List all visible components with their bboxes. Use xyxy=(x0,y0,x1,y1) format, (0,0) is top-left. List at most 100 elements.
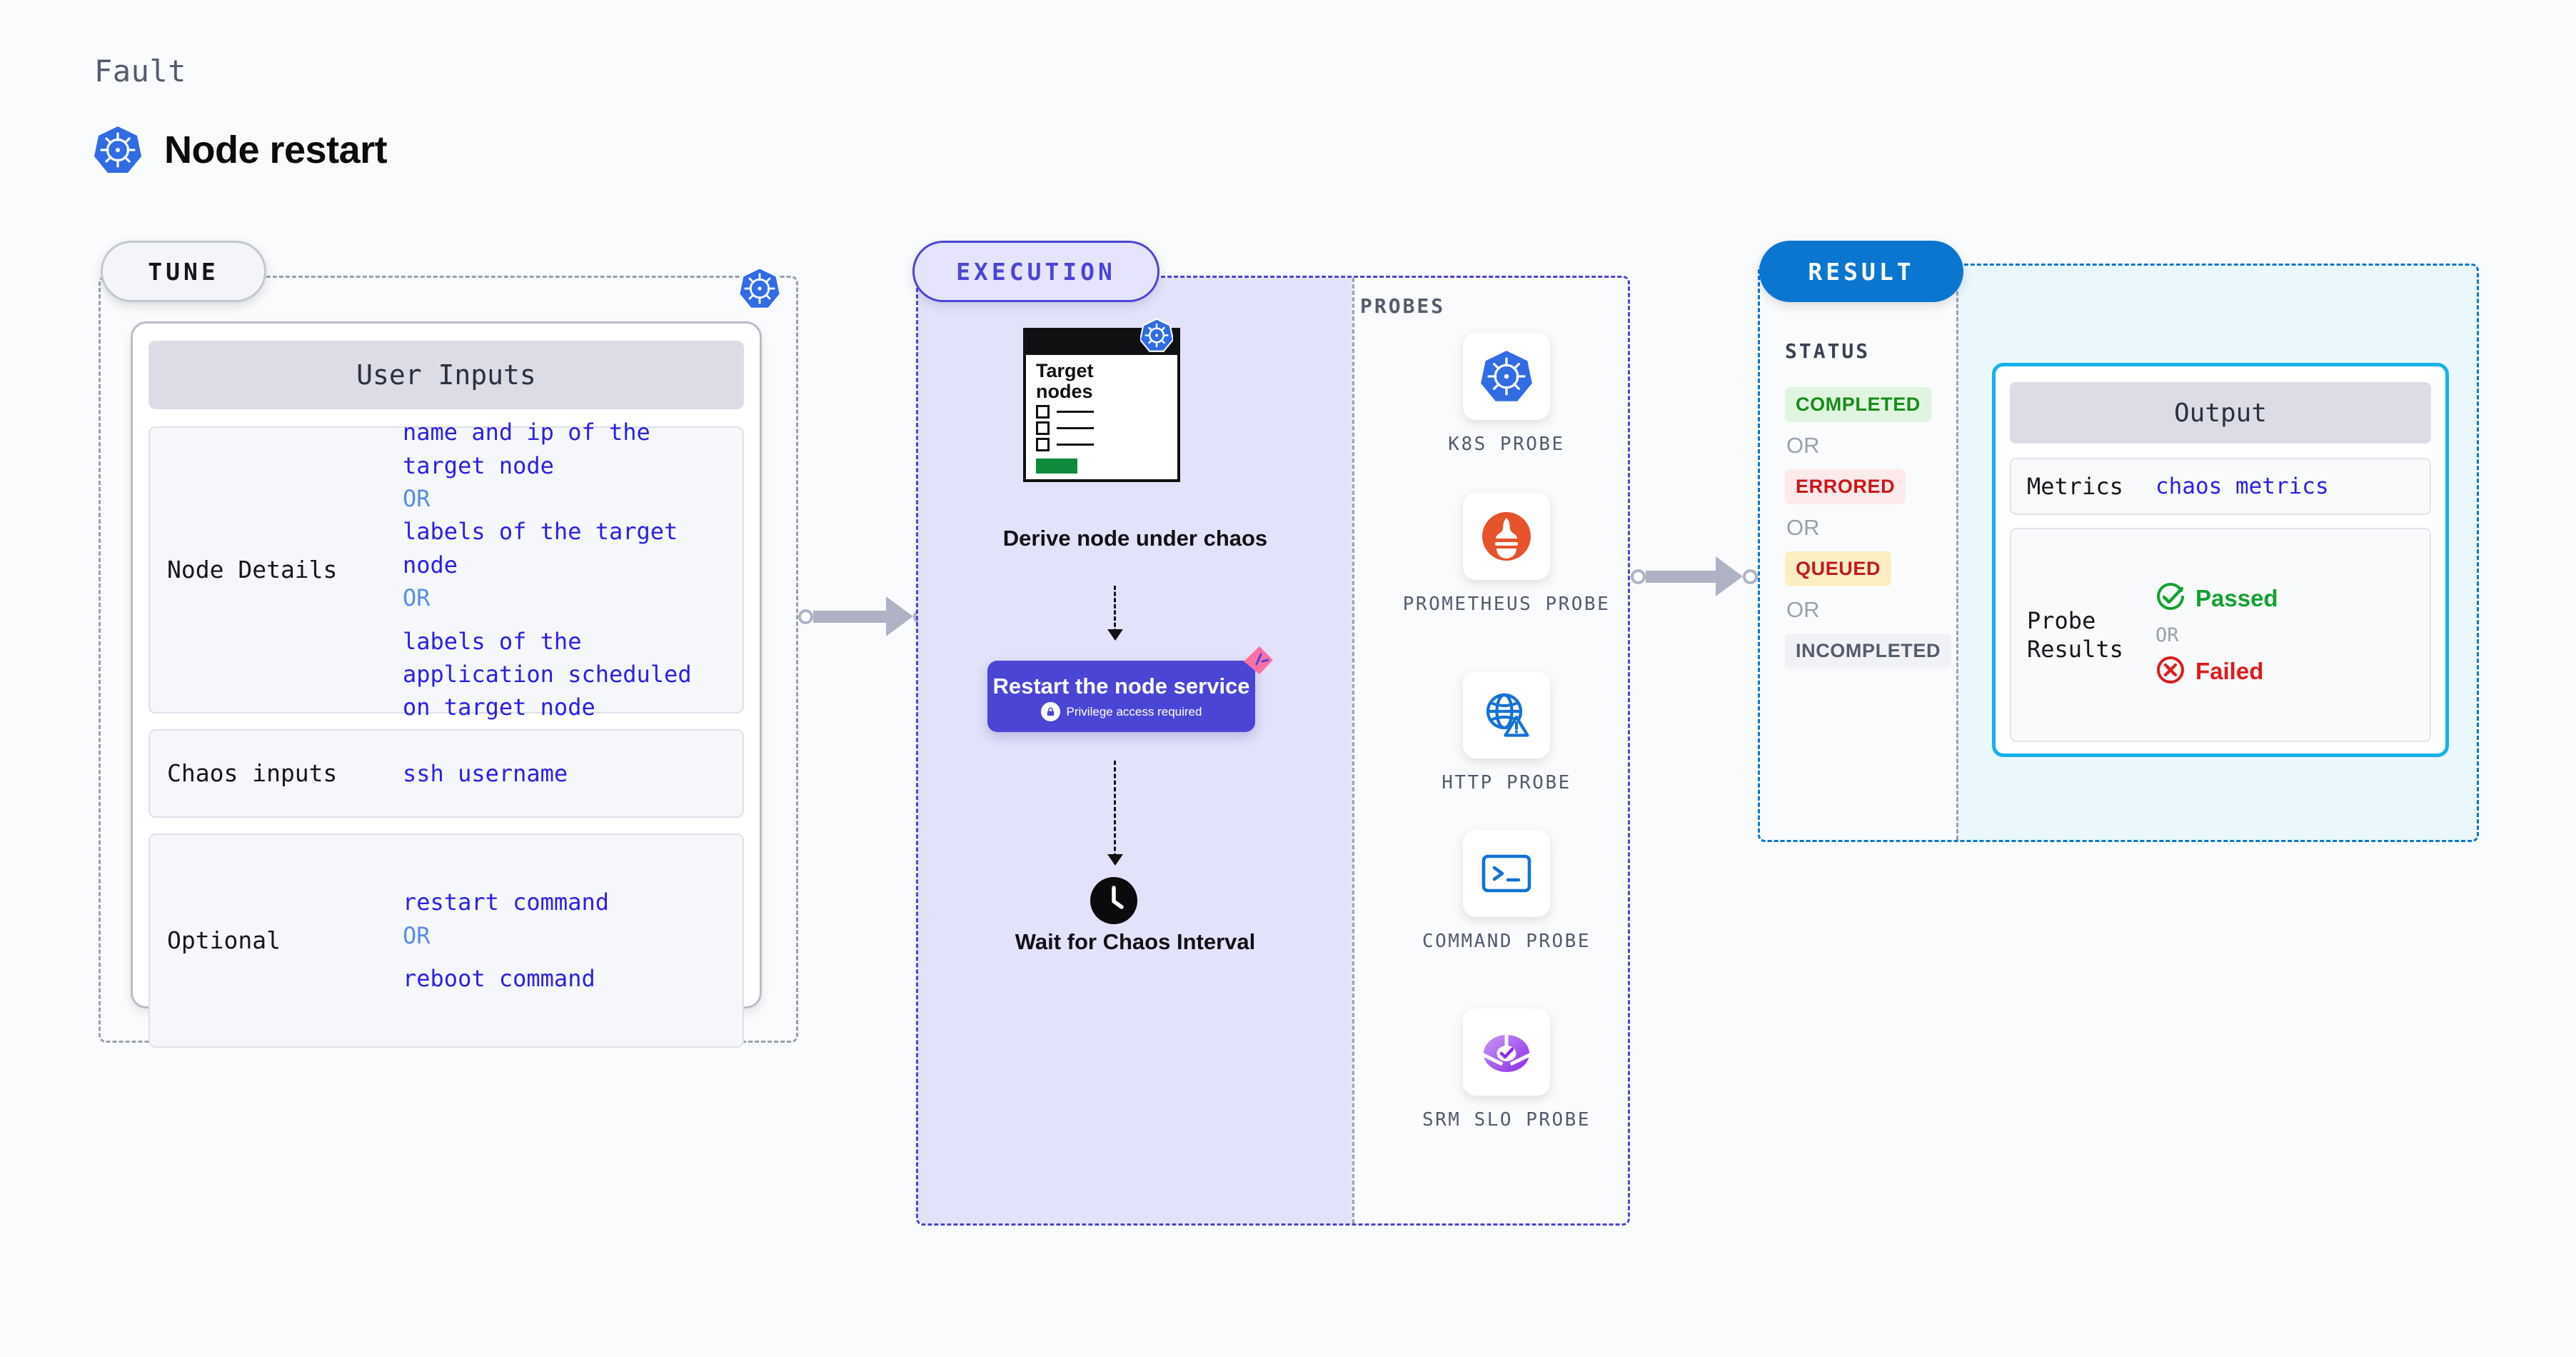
status-badge: ERRORED xyxy=(1785,469,1906,504)
fault-label: Fault xyxy=(94,54,186,89)
probe-item-http[interactable]: HTTP PROBE xyxy=(1399,671,1614,796)
page-title-text: Node restart xyxy=(164,129,388,171)
stage-pill-result[interactable]: RESULT xyxy=(1759,241,1963,302)
probe-label: PROMETHEUS PROBE xyxy=(1402,594,1611,615)
connector-arrowhead xyxy=(886,596,913,636)
privilege-note-text: Privilege access required xyxy=(1066,704,1202,718)
target-nodes-document: Target nodes xyxy=(1023,318,1189,491)
probe-label: SRM SLO PROBE xyxy=(1422,1109,1591,1131)
step-caption-wait: Wait for Chaos Interval xyxy=(1015,929,1256,954)
value-text: name and ip of the target node xyxy=(403,419,650,479)
page-title: Node restart xyxy=(94,125,388,175)
action-card-title: Restart the node service xyxy=(992,673,1250,698)
probe-label: COMMAND PROBE xyxy=(1422,931,1591,952)
document-body: Target nodes xyxy=(1023,328,1180,482)
row-value: name and ip of the target node OR labels… xyxy=(403,416,725,724)
row-value: restart command OR reboot command xyxy=(403,886,609,995)
result-divider xyxy=(1956,266,1958,840)
execution-panel xyxy=(916,276,1630,1226)
failed-text: Failed xyxy=(2195,658,2264,684)
table-row: Probe Results Passed OR xyxy=(2010,528,2431,742)
document-title-line1: Target xyxy=(1036,360,1094,381)
arrow-stem xyxy=(1114,761,1116,864)
list-item xyxy=(1026,419,1177,436)
connector-execution-to-result xyxy=(1631,556,1758,596)
lock-icon xyxy=(1040,702,1060,722)
or-text: OR xyxy=(403,921,431,949)
connector-dot xyxy=(1631,569,1646,584)
check-circle-icon xyxy=(2155,582,2185,616)
row-label: Node Details xyxy=(167,556,338,584)
line-placeholder xyxy=(1057,411,1094,414)
arrow-head xyxy=(1107,854,1123,866)
status-label: STATUS xyxy=(1785,339,1871,363)
ribbon-flag-icon xyxy=(1241,646,1275,682)
probe-item-srm-slo[interactable]: SRM SLO PROBE xyxy=(1399,1008,1614,1133)
probe-result-passed: Passed xyxy=(2155,582,2278,616)
flow-arrow-down xyxy=(1107,586,1123,641)
or-text: OR xyxy=(403,485,431,513)
row-value: chaos metrics xyxy=(2155,474,2329,499)
table-row: Chaos inputs ssh username xyxy=(149,729,744,818)
output-card: Output Metrics chaos metrics Probe Resul… xyxy=(1992,363,2449,757)
probe-item-k8s[interactable]: K8S PROBE xyxy=(1399,333,1614,457)
probe-item-command[interactable]: COMMAND PROBE xyxy=(1399,830,1614,954)
stage-pill-tune[interactable]: TUNE xyxy=(101,241,266,302)
arrow-head xyxy=(1107,629,1123,641)
row-label: Metrics xyxy=(2027,473,2123,500)
value-text: reboot command xyxy=(403,965,595,993)
or-text: OR xyxy=(1786,515,1820,540)
spacer xyxy=(403,952,609,962)
value-text: labels of the target node xyxy=(403,518,678,579)
checkbox-icon xyxy=(1036,421,1050,436)
clock-icon xyxy=(1090,877,1137,928)
status-list: COMPLETED OR ERRORED OR QUEUED OR INCOMP… xyxy=(1785,387,1952,669)
progress-bar xyxy=(1036,459,1077,474)
step-caption-derive: Derive node under chaos xyxy=(1002,526,1268,551)
connector-dot xyxy=(798,609,813,624)
action-card-restart-node-service[interactable]: Restart the node service Privilege acces… xyxy=(987,646,1273,732)
probe-result-failed: Failed xyxy=(2155,655,2278,688)
status-badge: QUEUED xyxy=(1785,551,1892,586)
prometheus-icon xyxy=(1463,493,1550,580)
row-label: Optional xyxy=(167,926,281,955)
spacer xyxy=(403,615,725,625)
user-inputs-title: User Inputs xyxy=(149,341,744,409)
list-item xyxy=(1026,435,1177,452)
stage-pill-execution[interactable]: EXECUTION xyxy=(912,241,1159,302)
probe-item-prometheus[interactable]: PROMETHEUS PROBE xyxy=(1399,493,1614,617)
table-row: Optional restart command OR reboot comma… xyxy=(149,833,744,1048)
list-item xyxy=(1026,402,1177,419)
arrow-stem xyxy=(1114,586,1116,639)
probes-label: PROBES xyxy=(1360,294,1446,318)
or-text: OR xyxy=(403,584,431,612)
or-text: OR xyxy=(2155,624,2179,646)
or-text: OR xyxy=(1786,597,1820,622)
kubernetes-icon xyxy=(738,266,782,314)
flow-arrow-down xyxy=(1107,761,1123,866)
probe-label: K8S PROBE xyxy=(1448,434,1565,455)
table-row: Metrics chaos metrics xyxy=(2010,458,2431,515)
line-placeholder xyxy=(1057,444,1094,446)
row-value: Passed OR Failed xyxy=(2155,582,2278,688)
row-label: Probe Results xyxy=(2027,607,2123,663)
connector-stem xyxy=(1646,570,1717,583)
table-row: Node Details name and ip of the target n… xyxy=(149,419,744,721)
x-circle-icon xyxy=(2155,655,2185,688)
probe-label: HTTP PROBE xyxy=(1442,772,1571,793)
connector-stem xyxy=(813,610,887,623)
privilege-note: Privilege access required xyxy=(1040,702,1202,722)
value-text: ssh username xyxy=(403,759,568,787)
kubernetes-icon xyxy=(1463,333,1550,420)
status-badge: COMPLETED xyxy=(1785,387,1931,422)
row-value: ssh username xyxy=(403,757,568,790)
checkbox-icon xyxy=(1036,438,1050,452)
connector-arrowhead xyxy=(1716,556,1743,596)
status-badge: INCOMPLETED xyxy=(1785,634,1952,669)
user-inputs-card: User Inputs Node Details name and ip of … xyxy=(131,321,762,1048)
connector-tune-to-execution xyxy=(798,596,928,636)
value-text: restart command xyxy=(403,888,609,916)
row-label: Chaos inputs xyxy=(167,759,338,788)
slo-donut-check-icon xyxy=(1463,1008,1550,1096)
